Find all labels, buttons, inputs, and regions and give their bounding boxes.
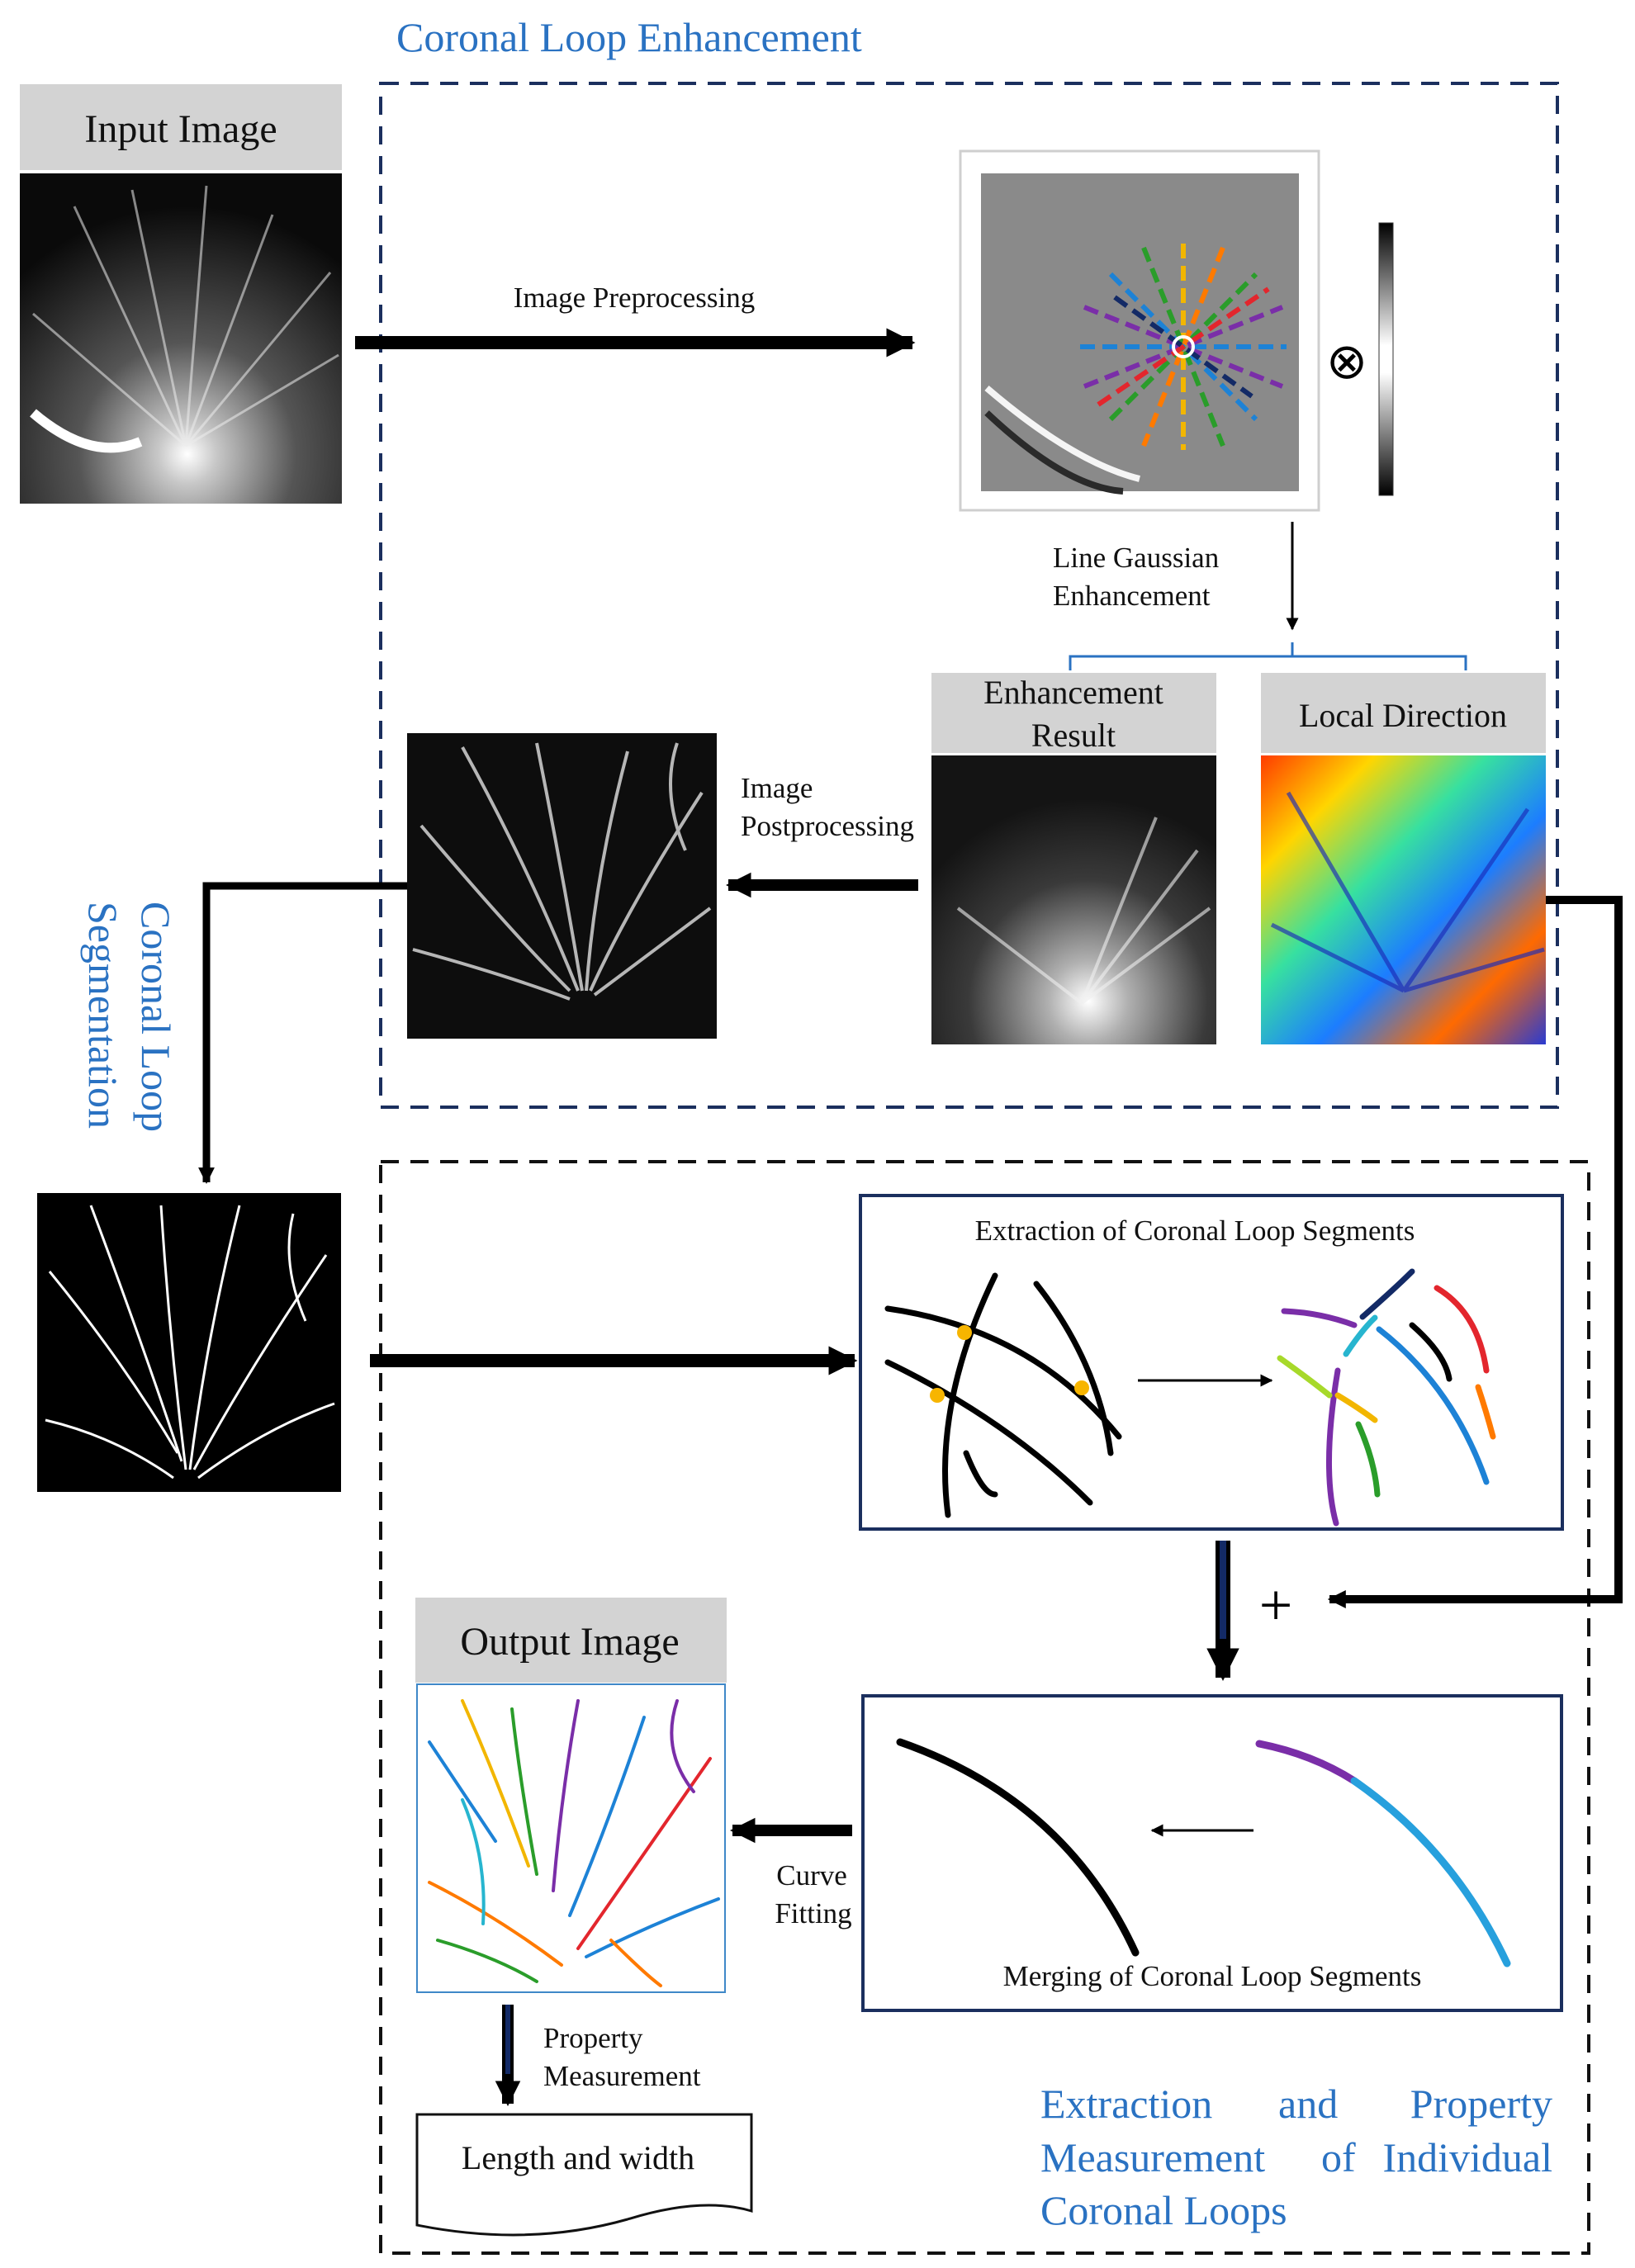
postprocessed-image-panel [407, 733, 717, 1039]
extraction-title-word3: Property [1410, 2081, 1552, 2127]
local-direction-thumb [1261, 755, 1546, 1044]
gaussian-kernel-bar [1378, 222, 1394, 496]
segmentation-title-line2: Segmentation [80, 902, 126, 1129]
input-image-label: Input Image [84, 107, 277, 151]
line-gaussian-label-line1: Line Gaussian [1053, 542, 1219, 574]
split-bracket [1069, 642, 1467, 670]
extraction-title-word4: Measurement [1040, 2134, 1265, 2180]
postprocessed-image-thumb [407, 733, 717, 1039]
enhancement-section-title: Coronal Loop Enhancement [396, 14, 862, 60]
direction-feed-arrow [1327, 896, 1623, 1609]
result-document-shape [415, 2113, 753, 2237]
line-gaussian-kernels [1080, 244, 1287, 450]
segmentation-title-line1: Coronal Loop [133, 902, 179, 1132]
enhancement-result-label-line2: Result [1031, 717, 1116, 754]
merging-box-title: Merging of Coronal Loop Segments [1003, 1960, 1422, 1992]
extraction-section-frame [379, 1160, 1590, 2255]
segmentation-section-title: Coronal Loop Segmentation [80, 902, 179, 1132]
output-image-panel: Output Image [415, 1598, 727, 1993]
output-image-label: Output Image [460, 1620, 679, 1664]
curve-fitting-label-line2: Fitting [775, 1897, 851, 1929]
extraction-box: Extraction of Coronal Loop Segments [859, 1194, 1564, 1531]
filtered-image-thumb [981, 173, 1299, 491]
local-direction-header [1261, 673, 1546, 753]
curve-fitting-label-line1: Curve [776, 1859, 847, 1892]
local-direction-label: Local Direction [1299, 697, 1507, 734]
extraction-title-word2: and [1278, 2081, 1338, 2127]
output-image-header [415, 1598, 727, 1683]
line-gaussian-label-line2: Enhancement [1053, 580, 1211, 612]
extraction-title-word5: of [1321, 2134, 1356, 2180]
enhancement-result-thumb [931, 755, 1216, 1044]
enhancement-result-header [931, 673, 1216, 753]
postprocessing-label-line1: Image [741, 772, 813, 804]
input-image-header [20, 84, 342, 170]
extraction-title-word6: Individual [1382, 2134, 1552, 2180]
input-image-panel: Input Image [20, 84, 342, 504]
filtered-image-panel [959, 149, 1320, 512]
property-measurement-label-line1: Property [543, 2022, 643, 2054]
enhancement-result-label-line1: Enhancement [983, 674, 1163, 711]
result-document-text: Length and width [462, 2139, 694, 2176]
junction-points [930, 1325, 1089, 1403]
plus-symbol: + [1259, 1572, 1293, 1638]
segmentation-arrow [198, 882, 407, 1184]
enhancement-result-panel: Enhancement Result [931, 673, 1216, 1044]
convolution-symbol: ⊗ [1326, 333, 1367, 391]
property-measurement-label-line2: Measurement [543, 2060, 701, 2092]
preprocessing-label: Image Preprocessing [514, 282, 756, 314]
segmentation-image-panel [37, 1193, 341, 1492]
extraction-title-word1: Extraction [1040, 2081, 1212, 2127]
merging-box-frame [861, 1694, 1563, 2012]
segmentation-image-thumb [37, 1193, 341, 1492]
merging-box: Merging of Coronal Loop Segments [861, 1694, 1563, 2012]
extraction-section-title: Extraction and Property Measurement of I… [1040, 2081, 1552, 2233]
postprocessing-label-line2: Postprocessing [741, 810, 914, 842]
input-image-thumb [20, 173, 342, 504]
result-document: Length and width [415, 2113, 753, 2237]
extraction-title-line3: Coronal Loops [1040, 2187, 1287, 2233]
extraction-box-title: Extraction of Coronal Loop Segments [975, 1214, 1415, 1247]
output-image-thumb [416, 1683, 726, 1993]
local-direction-panel: Local Direction [1261, 673, 1546, 1044]
